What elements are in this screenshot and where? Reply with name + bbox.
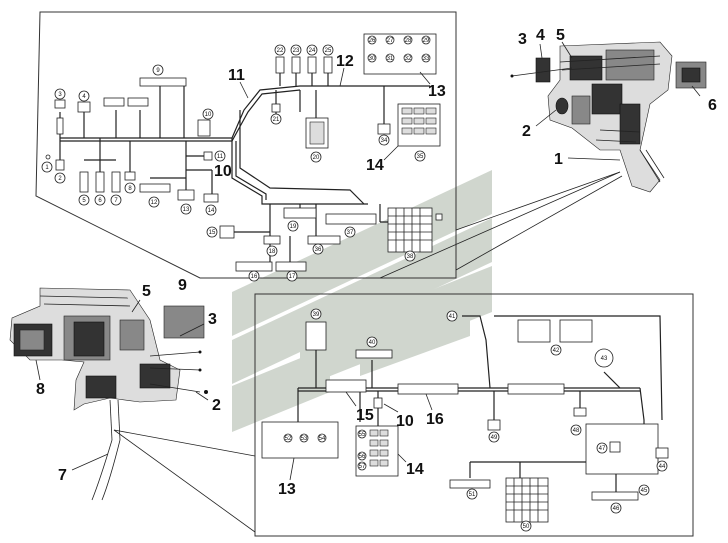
svg-text:9: 9	[178, 277, 187, 294]
svg-text:6: 6	[98, 198, 102, 204]
right-callouts: 3 4 5 6 2 1	[518, 27, 717, 168]
svg-text:48: 48	[573, 428, 580, 434]
svg-text:23: 23	[293, 48, 300, 54]
svg-text:28: 28	[405, 38, 412, 44]
svg-text:11: 11	[217, 154, 224, 160]
svg-text:10: 10	[396, 413, 414, 430]
svg-text:3: 3	[518, 31, 527, 48]
svg-text:39: 39	[313, 312, 320, 318]
svg-text:54: 54	[319, 436, 326, 442]
svg-text:13: 13	[183, 207, 190, 213]
svg-text:57: 57	[359, 464, 366, 470]
svg-text:15: 15	[209, 230, 216, 236]
svg-text:14: 14	[406, 461, 424, 478]
svg-text:33: 33	[423, 56, 430, 62]
svg-text:12: 12	[151, 200, 158, 206]
svg-text:30: 30	[369, 56, 376, 62]
svg-text:43: 43	[601, 356, 608, 362]
svg-text:44: 44	[659, 464, 666, 470]
svg-text:32: 32	[405, 56, 412, 62]
svg-text:13: 13	[278, 481, 296, 498]
svg-text:1: 1	[45, 165, 49, 171]
svg-text:50: 50	[523, 524, 530, 530]
svg-text:27: 27	[387, 38, 394, 44]
right-dashboard-assembly	[510, 41, 707, 193]
svg-text:29: 29	[423, 38, 430, 44]
svg-text:47: 47	[599, 446, 606, 452]
svg-text:3: 3	[58, 92, 62, 98]
svg-text:20: 20	[313, 155, 320, 161]
svg-text:52: 52	[285, 436, 292, 442]
svg-text:26: 26	[369, 38, 376, 44]
svg-text:5: 5	[556, 27, 565, 44]
svg-text:51: 51	[469, 492, 476, 498]
bottom-callouts: 15 10 16 13 14	[278, 391, 444, 498]
svg-text:56: 56	[359, 454, 366, 460]
leader-lines	[113, 171, 623, 533]
svg-text:37: 37	[347, 230, 354, 236]
svg-text:36: 36	[315, 247, 322, 253]
svg-text:6: 6	[708, 97, 717, 114]
svg-text:12: 12	[336, 53, 354, 70]
bottom-detail-frame	[254, 293, 694, 537]
svg-text:5: 5	[82, 198, 86, 204]
svg-text:1: 1	[554, 151, 563, 168]
svg-text:7: 7	[114, 198, 118, 204]
svg-text:25: 25	[325, 48, 332, 54]
svg-text:7: 7	[58, 467, 67, 484]
svg-text:42: 42	[553, 348, 560, 354]
svg-text:17: 17	[289, 274, 296, 280]
svg-text:55: 55	[359, 432, 366, 438]
top-callouts: 11 12 13 14 10	[214, 53, 446, 180]
svg-text:38: 38	[407, 254, 414, 260]
svg-text:21: 21	[273, 117, 280, 123]
svg-text:53: 53	[301, 436, 308, 442]
svg-text:24: 24	[309, 48, 316, 54]
svg-text:16: 16	[426, 411, 444, 428]
left-callouts: 5 9 3 8 2 7	[36, 277, 221, 484]
svg-text:13: 13	[428, 83, 446, 100]
svg-text:18: 18	[269, 249, 276, 255]
top-connectors: 1 2 3 4 5 6 7 8 9 10 11 12	[41, 33, 443, 282]
svg-text:14: 14	[208, 208, 215, 214]
svg-text:19: 19	[290, 224, 297, 230]
svg-text:2: 2	[212, 397, 221, 414]
svg-text:8: 8	[128, 186, 132, 192]
left-dashboard-assembly	[9, 287, 209, 501]
svg-text:35: 35	[417, 154, 424, 160]
svg-text:45: 45	[641, 488, 648, 494]
svg-text:49: 49	[491, 435, 498, 441]
svg-text:5: 5	[142, 283, 151, 300]
svg-text:4: 4	[82, 94, 86, 100]
svg-text:31: 31	[387, 56, 394, 62]
svg-text:34: 34	[381, 138, 388, 144]
svg-text:41: 41	[449, 314, 456, 320]
svg-text:8: 8	[36, 381, 45, 398]
svg-text:15: 15	[356, 407, 374, 424]
svg-text:46: 46	[613, 506, 620, 512]
svg-text:4: 4	[536, 27, 545, 44]
svg-text:40: 40	[369, 340, 376, 346]
svg-text:22: 22	[277, 48, 284, 54]
top-harness	[59, 72, 430, 262]
svg-text:11: 11	[228, 67, 245, 84]
svg-text:2: 2	[522, 123, 531, 140]
top-detail-frame	[35, 11, 457, 279]
svg-text:9: 9	[156, 68, 160, 74]
svg-text:3: 3	[208, 311, 217, 328]
svg-text:10: 10	[214, 163, 232, 180]
svg-text:10: 10	[205, 112, 212, 118]
bottom-connectors: 39 40 41 42 43 44 45 46 47 48 49	[261, 308, 669, 532]
svg-text:16: 16	[251, 274, 258, 280]
svg-text:14: 14	[366, 157, 384, 174]
svg-text:2: 2	[58, 176, 62, 182]
